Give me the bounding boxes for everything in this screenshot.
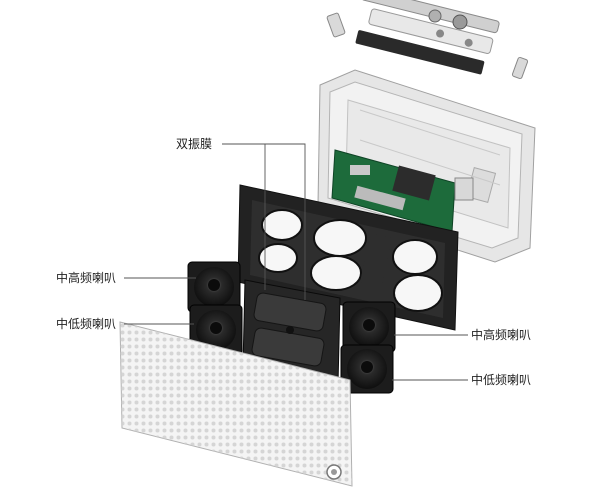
circuit-board [331,149,474,233]
callout-dual-diaphragm: 双振膜 [176,137,213,151]
left-driver-pair [187,261,243,356]
front-grille [119,321,353,487]
callout-mid-low-right: 中低频喇叭 [471,373,532,387]
callout-mid-high-left: 中高频喇叭 [56,271,117,285]
callout-mid-high-right: 中高频喇叭 [471,328,532,342]
leader-lines [124,143,468,381]
top-control-parts [326,0,529,80]
dual-diaphragm-plate [242,279,341,386]
callout-mid-low-left: 中低频喇叭 [56,317,117,331]
right-driver-pair [340,301,396,394]
